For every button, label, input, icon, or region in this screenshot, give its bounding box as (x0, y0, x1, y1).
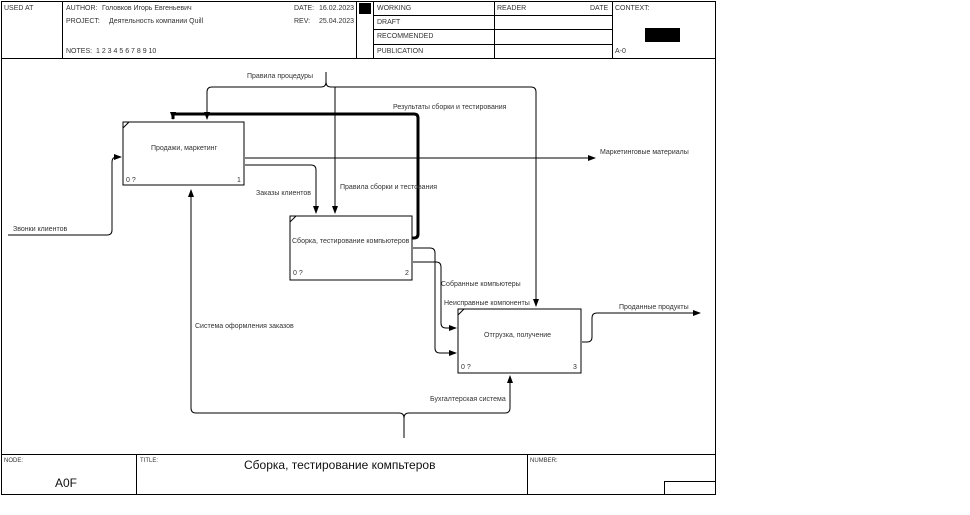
box-1-label: Продажи, маркетинг (151, 145, 218, 152)
notes-value: 1 2 3 4 5 6 7 8 9 10 (96, 48, 157, 55)
author-value: Головков Игорь Евгеньевич (102, 5, 192, 12)
label-faulty-components: Неисправные компоненты (444, 300, 530, 307)
arrow-mechanisms-trunk (188, 189, 405, 438)
reader-divider (494, 1, 495, 59)
box-2-number: 2 (405, 270, 409, 277)
page-title: Сборка, тестирование компьтеров (244, 458, 436, 472)
box-1-number: 1 (237, 177, 241, 184)
rev-value: 25.04.2023 (319, 18, 355, 25)
context-node-marker (645, 28, 680, 42)
title-label: TITLE: (140, 458, 159, 464)
box-3-number: 3 (573, 364, 577, 371)
status-draft: DRAFT (377, 19, 401, 26)
status-divider (374, 44, 612, 45)
arrow-build-results (170, 112, 420, 240)
arrow-rules-branch (325, 81, 539, 307)
box-1 (122, 121, 245, 186)
box-2-cost: 0 ? (293, 270, 303, 277)
used-at-label: USED AT (4, 5, 34, 12)
status-divider (374, 29, 612, 30)
rev-label: REV: (294, 18, 311, 25)
page-number-box (664, 481, 716, 495)
project-label: PROJECT: (66, 18, 100, 25)
box-1-cost: 0 ? (126, 177, 136, 184)
arrow-faulty-components (413, 261, 457, 331)
status-divider (374, 15, 612, 16)
reader-date-label: DATE (590, 5, 609, 12)
arrow-assembled-pcs (413, 247, 457, 356)
node-value: A0F (55, 476, 78, 490)
node-cell (1, 454, 137, 495)
label-order-system: Система оформления заказов (195, 323, 294, 330)
node-label: NODE: (4, 458, 24, 464)
arrow-accounting (403, 375, 513, 419)
context-label: CONTEXT: (615, 5, 650, 12)
label-rules: Правила процедуры (247, 73, 314, 80)
status-recommended: RECOMMENDED (377, 33, 434, 40)
label-accounting-system: Бухгалтерская система (430, 396, 506, 403)
status-publication: PUBLICATION (377, 48, 424, 55)
arrow-client-orders (245, 164, 319, 214)
reader-label: READER (497, 5, 527, 12)
label-client-calls: Звонки клиентов (13, 226, 68, 233)
box-3-label: Отгрузка, получение (484, 332, 552, 339)
label-assembled-pcs: Собранные компьютеры (441, 281, 521, 288)
notes-label: NOTES: (66, 48, 93, 55)
working-status-marker (359, 3, 371, 14)
box-2 (289, 215, 413, 281)
label-client-orders: Заказы клиентов (256, 190, 311, 197)
number-label: NUMBER: (530, 458, 558, 464)
box-2-label: Сборка, тестирование компьютеров (292, 238, 410, 245)
author-label: AUTHOR: (66, 5, 98, 12)
label-assembly-rules: Правила сборки и тестования (340, 184, 438, 191)
status-working: WORKING (377, 5, 412, 12)
arrow-rules (204, 72, 327, 120)
arrow-client-calls (8, 154, 122, 236)
context-node: A-0 (615, 48, 626, 55)
number-cell (527, 454, 716, 495)
arrow-sold-products (582, 310, 701, 343)
date-label: DATE: (294, 5, 315, 12)
project-value: Деятельность компании Quill (109, 18, 204, 25)
box-3 (457, 308, 582, 374)
label-build-results: Результаты сборки и тестирования (393, 104, 507, 111)
label-sold-products: Проданные продукты (619, 304, 689, 311)
box-3-cost: 0 ? (461, 364, 471, 371)
label-marketing-materials: Маркетинговые материалы (600, 149, 689, 156)
date-value: 16.02.2023 (319, 5, 355, 12)
